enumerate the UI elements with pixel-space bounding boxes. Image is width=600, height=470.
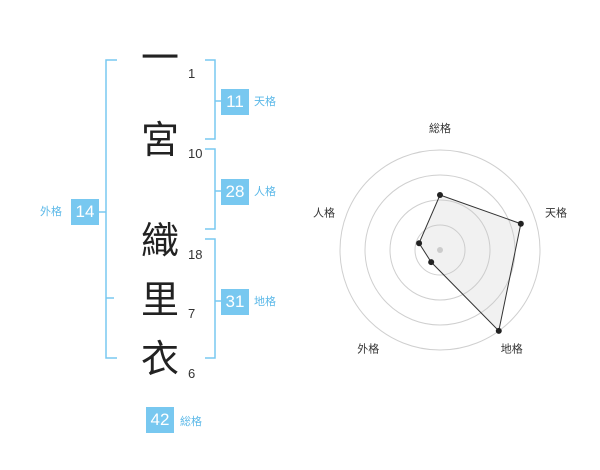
name-char-3: 織	[140, 219, 179, 263]
radar-point-1	[437, 192, 443, 198]
jinkaku-label: 人格	[254, 185, 276, 198]
radar-point-4	[428, 259, 435, 266]
name-char-2: 宮	[140, 118, 179, 162]
stroke-count-3: 18	[188, 247, 203, 262]
stroke-count-1: 1	[188, 66, 196, 81]
jinkaku-value: 28	[221, 179, 249, 205]
name-char-1: 一	[140, 36, 179, 80]
chikaku-bracket	[205, 238, 216, 359]
name-char-5: 衣	[140, 337, 179, 381]
radar-point-2	[517, 220, 524, 227]
gaikaku-bracket	[105, 59, 117, 359]
name-char-4: 里	[140, 278, 179, 322]
gaikaku-label: 外格	[40, 205, 62, 218]
radar-area	[418, 194, 522, 332]
gaikaku-value: 14	[71, 199, 99, 225]
radar-ring-2	[389, 199, 491, 301]
radar-ring-1	[414, 224, 466, 276]
chikaku-label: 地格	[254, 295, 276, 308]
radar-point-3	[495, 327, 502, 334]
tenkaku-bracket	[205, 59, 216, 140]
stroke-count-4: 7	[188, 306, 196, 321]
tenkaku-label: 天格	[254, 95, 276, 108]
soukaku-label: 総格	[180, 415, 202, 428]
jinkaku-bracket	[205, 148, 216, 230]
radar-axis-label-5: 人格	[313, 205, 335, 219]
radar-axis-label-3: 地格	[501, 342, 523, 356]
chikaku-value: 31	[221, 289, 249, 315]
soukaku-value: 42	[146, 407, 174, 433]
radar-center	[437, 247, 443, 253]
radar-axis-label-2: 天格	[545, 205, 567, 219]
tenkaku-value: 11	[221, 89, 249, 115]
radar-axis-label-1: 総格	[429, 121, 451, 135]
radar-axis-label-4: 外格	[357, 342, 379, 356]
stroke-count-5: 6	[188, 366, 196, 381]
radar-ring-4	[339, 149, 541, 351]
stroke-count-2: 10	[188, 146, 203, 161]
radar-point-5	[416, 240, 423, 247]
